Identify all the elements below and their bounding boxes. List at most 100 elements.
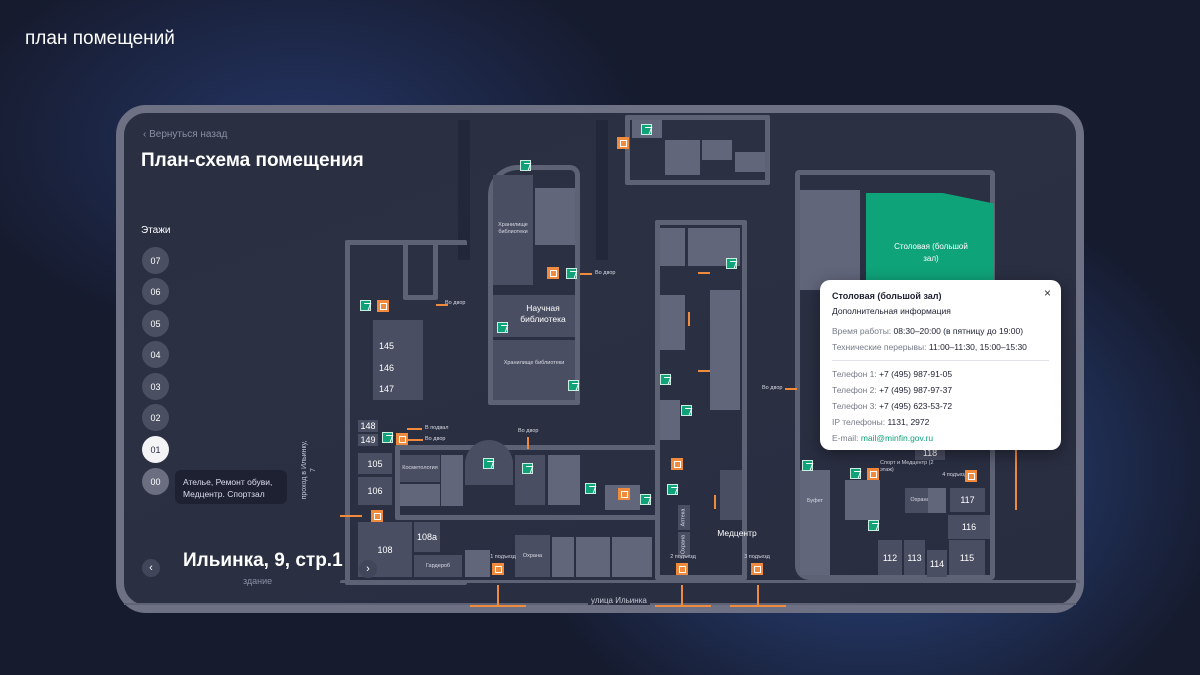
entrance-icon xyxy=(492,563,504,575)
entrance-label: 2 подъезд xyxy=(670,554,696,560)
email-label: E-mail: xyxy=(832,433,859,443)
hours-row: Время работы: 08:30–20:00 (в пятницу до … xyxy=(832,326,1049,336)
room-149[interactable]: 149 xyxy=(358,434,378,446)
building-address-subtitle: здание xyxy=(243,576,273,586)
wall xyxy=(340,580,1080,585)
room-116[interactable]: 116 xyxy=(948,515,990,539)
room-number: 118 xyxy=(922,447,938,458)
stairs-icon xyxy=(568,380,579,391)
room-canteen-selected[interactable]: Столовая (большой зал) xyxy=(866,193,994,281)
room-label: Охрана xyxy=(522,553,543,559)
room-114[interactable]: 114 xyxy=(927,550,947,577)
floor-button-03[interactable]: 03 xyxy=(142,373,169,400)
stairs-icon xyxy=(868,520,879,531)
room-106[interactable]: 106 xyxy=(358,477,392,505)
direction-label: Во двор xyxy=(425,436,446,442)
room-number: 147 xyxy=(378,384,395,394)
entry-arrow-icon xyxy=(470,605,526,607)
popup-title: Столовая (большой зал) xyxy=(832,291,942,301)
stairs-icon xyxy=(522,463,533,474)
stairs-icon xyxy=(660,374,671,385)
room-117[interactable]: 117 xyxy=(950,488,985,512)
room xyxy=(535,188,575,245)
room-pharmacy[interactable]: Аптека xyxy=(678,505,690,530)
room-113[interactable]: 113 xyxy=(904,540,925,575)
phone3-value: +7 (495) 623-53-72 xyxy=(879,401,953,411)
popup-subtitle: Дополнительная информация xyxy=(832,306,951,316)
entry-arrow-icon xyxy=(757,585,759,605)
wall xyxy=(403,240,438,300)
prev-building-button[interactable]: ‹ xyxy=(142,559,160,577)
room-scientific-library[interactable]: Научная библиотека xyxy=(493,295,575,337)
floor-button-04[interactable]: 04 xyxy=(142,341,169,368)
room-security-2[interactable]: Охрана xyxy=(678,532,690,557)
floor-button-05[interactable]: 05 xyxy=(142,310,169,337)
ip-value: 1131, 2972 xyxy=(887,417,930,427)
floor-button-02[interactable]: 02 xyxy=(142,404,169,431)
room-108a[interactable]: 108а xyxy=(414,522,440,552)
room-label: Хранилище библиотеки xyxy=(498,222,528,235)
entry-arrow-icon xyxy=(655,605,711,607)
room xyxy=(660,228,685,266)
entry-arrow-icon xyxy=(681,585,683,605)
room-146[interactable]: 146 xyxy=(373,358,400,377)
library-wall xyxy=(488,165,580,405)
room-148[interactable]: 148 xyxy=(358,420,378,432)
stairs-icon xyxy=(726,258,737,269)
entrance-icon xyxy=(751,563,763,575)
room-number: 105 xyxy=(367,458,383,469)
room-147[interactable]: 147 xyxy=(373,380,400,398)
room xyxy=(441,455,463,506)
close-icon[interactable]: × xyxy=(1043,286,1051,300)
room xyxy=(465,550,490,577)
stairs-icon xyxy=(360,300,371,311)
floor-button-07[interactable]: 07 xyxy=(142,247,169,274)
direction-label: Во двор xyxy=(762,385,783,391)
arrow-icon xyxy=(785,388,797,390)
room-wardrobe[interactable]: Гардероб xyxy=(414,555,462,577)
floor-button-00[interactable]: 00 xyxy=(142,468,169,495)
room-number: 148 xyxy=(360,421,376,431)
room-library-storage-2[interactable]: Хранилище библиотеки xyxy=(493,340,575,400)
arrow-icon xyxy=(527,437,529,449)
ip-label: IP телефоны: xyxy=(832,417,886,427)
room-label: Косметология xyxy=(402,465,438,471)
page-title: план помещений xyxy=(25,28,175,49)
floor-button-01[interactable]: 01 xyxy=(142,436,169,463)
room-115[interactable]: 115 xyxy=(949,540,985,575)
room xyxy=(552,537,574,577)
exit-icon xyxy=(371,510,383,522)
entrance-icon xyxy=(965,470,977,482)
room-112[interactable]: 112 xyxy=(878,540,902,575)
stairs-icon xyxy=(566,268,577,279)
next-building-button[interactable]: › xyxy=(359,560,377,578)
floor-button-06[interactable]: 06 xyxy=(142,278,169,305)
room-label: Буфет xyxy=(806,498,824,504)
entry-arrow-icon xyxy=(730,605,786,607)
entry-arrow-icon xyxy=(1015,440,1017,510)
room-label: Охрана xyxy=(910,497,930,503)
room xyxy=(710,290,740,410)
room xyxy=(660,400,680,440)
email-link[interactable]: mail@minfin.gov.ru xyxy=(860,433,934,443)
room-105[interactable]: 105 xyxy=(358,453,392,474)
direction-label: В подвал xyxy=(425,425,449,431)
stairs-icon xyxy=(802,460,813,471)
entrance-label: 3 подъезд xyxy=(744,554,770,560)
middle-block-wall xyxy=(655,220,747,580)
back-link[interactable]: ‹ Вернуться назад xyxy=(143,129,228,140)
room-cosmetology[interactable]: Косметология xyxy=(400,455,440,482)
direction-label: Во двор xyxy=(595,270,616,276)
room xyxy=(400,484,440,506)
direction-label: Во двор xyxy=(518,428,539,434)
direction-label: Спорт и Медцентр (2 этаж) xyxy=(880,460,934,473)
room-security[interactable]: Охрана xyxy=(515,535,550,577)
room-library-storage[interactable]: Хранилище библиотеки xyxy=(493,175,533,285)
room-145[interactable]: 145 xyxy=(373,337,400,355)
room-number: 112 xyxy=(882,552,898,563)
stairs-icon xyxy=(497,322,508,333)
arrow-icon xyxy=(714,495,716,509)
phone2-value: +7 (495) 987-97-37 xyxy=(879,385,953,395)
passage-label: проход в Ильинку, 7 xyxy=(301,440,317,500)
elevator-icon xyxy=(617,137,629,149)
